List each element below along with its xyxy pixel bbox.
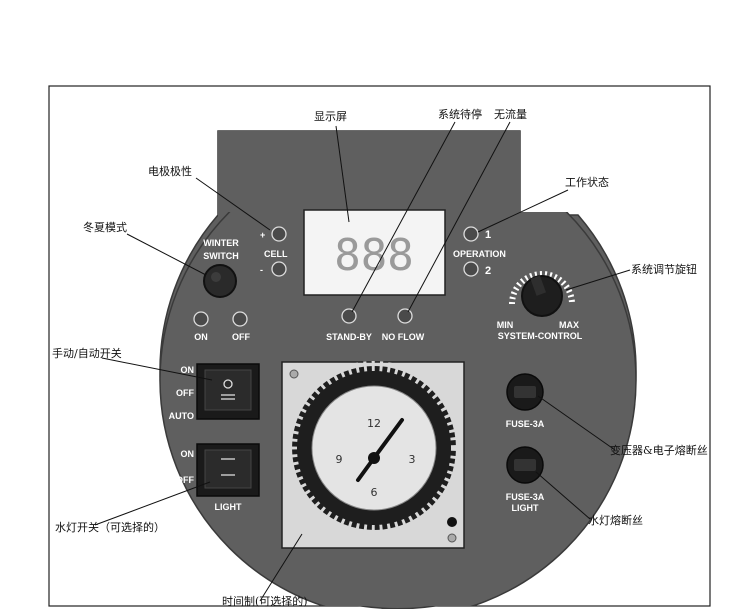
operation-1-led (463, 226, 479, 242)
dial-3: 3 (409, 453, 416, 466)
min-label: MIN (497, 320, 514, 330)
callout-lamp-switch: 水灯开关（可选择的） (55, 520, 165, 534)
winter-label-2: SWITCH (203, 251, 239, 261)
operation-2-led (463, 261, 479, 277)
winter-button (203, 264, 237, 298)
cell-minus-label: - (260, 265, 263, 275)
mode-off-label: OFF (176, 388, 194, 398)
light-rocker-switch: ON OFF LIGHT (176, 443, 260, 512)
dial-9: 9 (336, 453, 343, 466)
lamp-fuse: FUSE-3A LIGHT (506, 446, 545, 513)
winter-label-1: WINTER (203, 238, 239, 248)
cell-label: CELL (264, 249, 288, 259)
dial-6: 6 (371, 486, 378, 499)
display-digits: 888 (334, 230, 413, 281)
callout-display: 显示屏 (314, 110, 347, 123)
callout-timer: 时间制(可选择的) (222, 594, 308, 608)
light-on-label: ON (181, 449, 195, 459)
cell-indicators: + CELL - (260, 226, 288, 277)
dial-12: 12 (367, 417, 381, 430)
standby-label: STAND-BY (326, 332, 372, 342)
mode-auto-label: AUTO (169, 411, 194, 421)
mode-rocker-switch: ON OFF AUTO (169, 363, 260, 421)
operation-1-label: 1 (485, 229, 491, 241)
operation-indicators: 1 OPERATION 2 (453, 226, 506, 277)
noflow-label: NO FLOW (382, 332, 425, 342)
callout-manual-auto: 手动/自动开关 (52, 346, 122, 360)
system-control-label: SYSTEM-CONTROL (498, 331, 583, 341)
fuse2-label-1: FUSE-3A (506, 492, 545, 502)
callout-transformer-fuse: 变压器&电子熔断丝 (610, 443, 708, 457)
timer-module: 12 3 6 9 (281, 361, 465, 549)
light-off-label: OFF (176, 475, 194, 485)
callout-winter-mode: 冬夏模式 (83, 220, 127, 234)
callout-labels: 显示屏 系统待停 无流量 电极极性 工作状态 冬夏模式 系统调节旋钮 手动/自动… (52, 107, 708, 608)
noflow-led (397, 308, 413, 324)
season-leds: ON OFF (193, 311, 250, 342)
cell-minus-led (271, 261, 287, 277)
max-label: MAX (559, 320, 579, 330)
winter-switch: WINTER SWITCH (203, 238, 239, 298)
led-off-label: OFF (232, 332, 250, 342)
fuse2-label-2: LIGHT (512, 503, 539, 513)
callout-work-status: 工作状态 (565, 175, 609, 189)
light-label: LIGHT (215, 502, 242, 512)
led-off (232, 311, 248, 327)
cell-plus-label: + (260, 230, 265, 240)
standby-led (341, 308, 357, 324)
callout-standby: 系统待停 (438, 107, 482, 121)
operation-label: OPERATION (453, 249, 506, 259)
callout-lamp-fuse: 水灯熔断丝 (588, 513, 643, 527)
cell-plus-led (271, 226, 287, 242)
led-on (193, 311, 209, 327)
callout-no-flow: 无流量 (494, 107, 527, 121)
callout-system-knob: 系统调节旋钮 (631, 262, 697, 276)
digital-display: 888 (303, 209, 446, 296)
transformer-fuse: FUSE-3A (506, 373, 545, 429)
leader-lines (94, 121, 631, 602)
status-leds: STAND-BY NO FLOW (326, 308, 425, 342)
callout-electrode: 电极极性 (148, 164, 192, 178)
fuse1-label: FUSE-3A (506, 419, 545, 429)
led-on-label: ON (194, 332, 208, 342)
system-control-knob: MIN MAX SYSTEM-CONTROL (497, 271, 583, 341)
mode-on-label: ON (181, 365, 195, 375)
operation-2-label: 2 (485, 265, 491, 277)
